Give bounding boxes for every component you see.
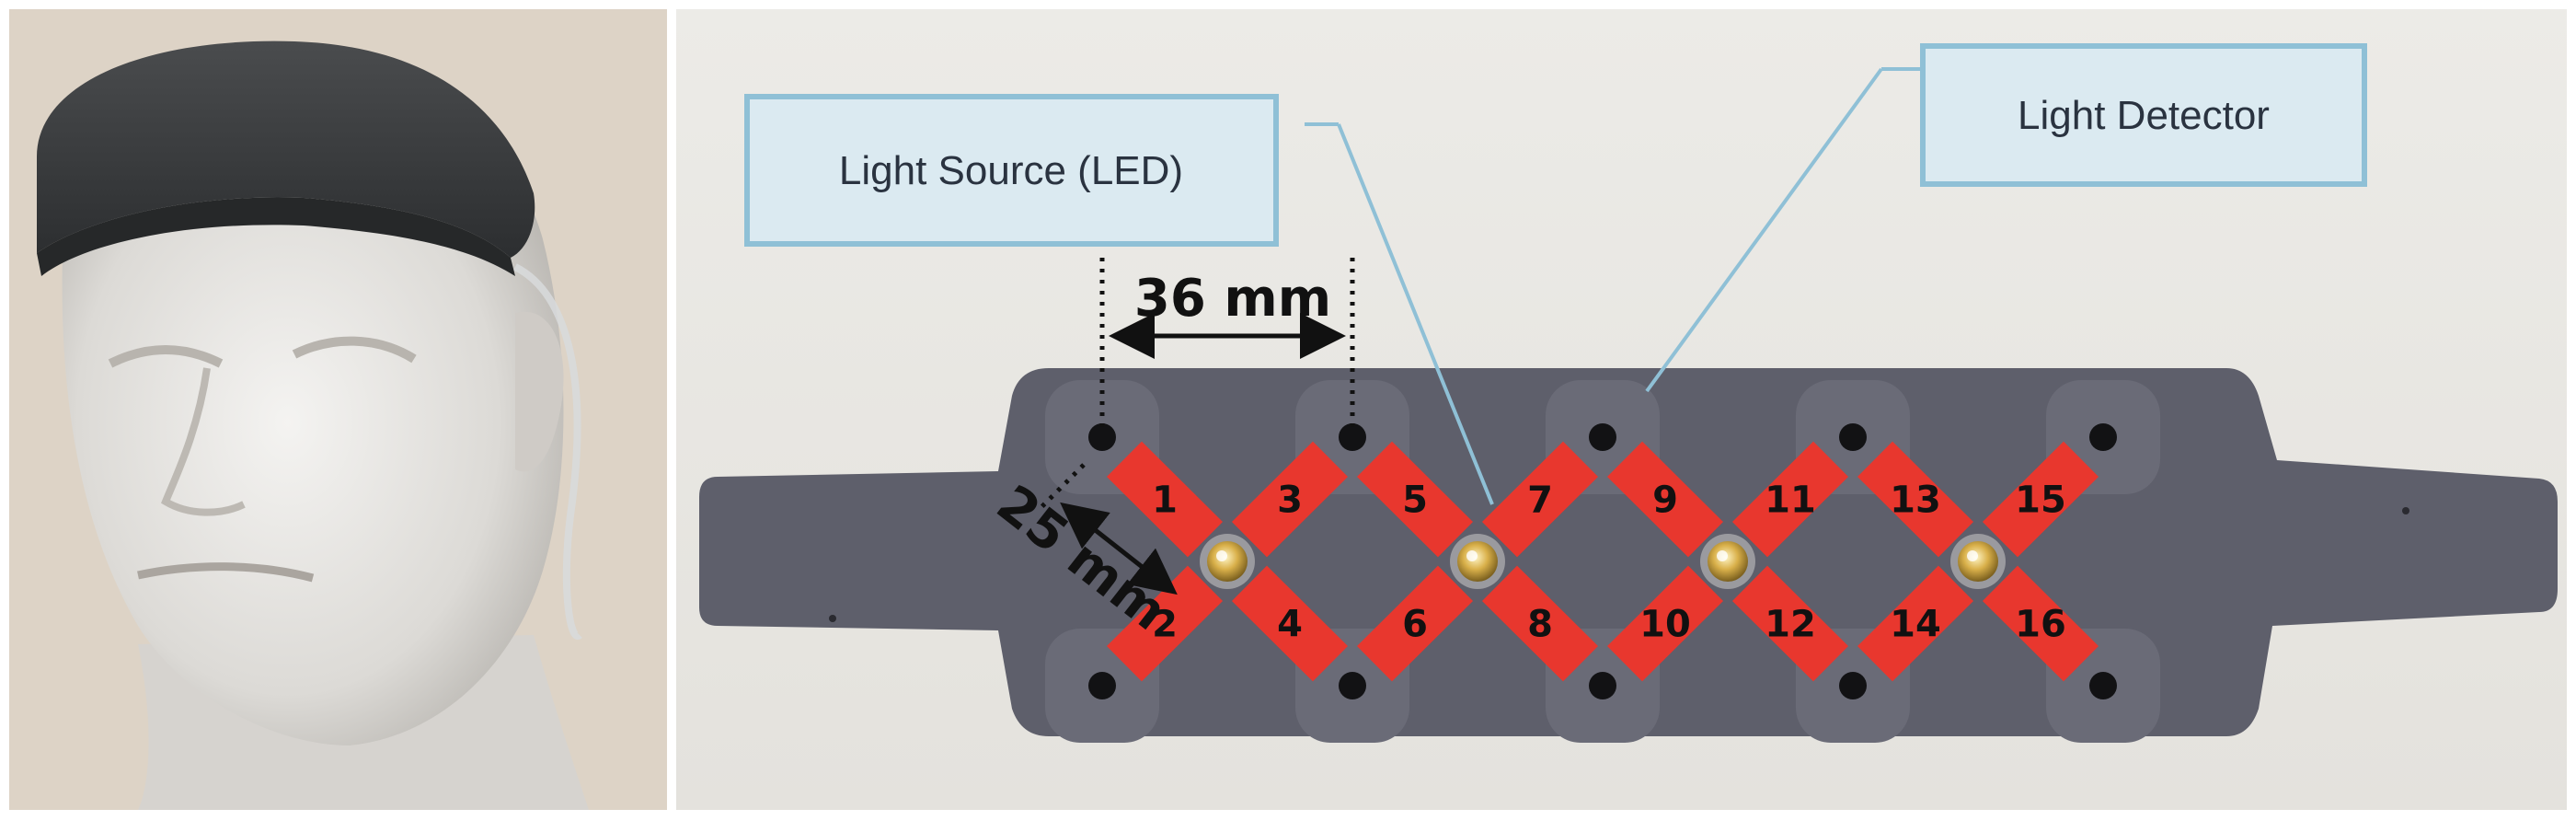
channel-rect: [1356, 565, 1474, 682]
channel-label: 14: [1890, 604, 1941, 646]
mannequin-nose: [161, 367, 246, 516]
callout-light-detector-text: Light Detector: [2018, 93, 2270, 138]
detector-hole: [1088, 672, 1116, 699]
channel-rect: [1857, 565, 1974, 682]
channel-label: 7: [1527, 480, 1553, 522]
detector-hole: [1088, 423, 1116, 451]
channel-pad: 6: [1356, 565, 1474, 682]
channel-label: 15: [2015, 480, 2066, 522]
channel-label: 4: [1277, 604, 1303, 646]
led-highlight: [1216, 550, 1227, 561]
channel-rect: [1481, 441, 1599, 558]
channel-pad: 15: [1982, 441, 2099, 558]
channel-pad: 7: [1481, 441, 1599, 558]
callout-light-source-text: Light Source (LED): [839, 148, 1183, 193]
channel-label: 13: [1890, 480, 1941, 522]
channel-pad: 8: [1481, 565, 1599, 682]
channel-label: 11: [1765, 480, 1816, 522]
pad-screw-dot: [829, 615, 836, 622]
channel-rect: [1106, 565, 1224, 682]
channel-label: 10: [1639, 604, 1691, 646]
detector-hole: [1839, 672, 1867, 699]
channel-rect: [1481, 565, 1599, 682]
channel-pad: 9: [1606, 441, 1724, 558]
mannequin-eye-left: [108, 345, 224, 368]
dimension-horizontal: 36 mm: [1099, 258, 1355, 434]
channel-rect: [1106, 441, 1224, 558]
channel-rect: [1606, 441, 1724, 558]
headband: [37, 40, 535, 258]
callout-light-detector: Light Detector: [1920, 43, 2367, 187]
light-detector-leader: [1645, 67, 1883, 393]
channel-label: 6: [1402, 604, 1428, 646]
channel-label: 1: [1152, 480, 1178, 522]
channel-label: 12: [1765, 604, 1816, 646]
channel-pad: 13: [1857, 441, 1974, 558]
dimension-label-horizontal: 36 mm: [1134, 269, 1331, 329]
detector-hole: [2089, 672, 2117, 699]
callout-light-detector-box: [1920, 43, 2367, 187]
channel-label: 5: [1402, 480, 1428, 522]
channel-pad: 10: [1606, 565, 1724, 682]
channel-pad: 5: [1356, 441, 1474, 558]
channel-rect: [1857, 441, 1974, 558]
headband-rim: [37, 197, 515, 276]
channel-pad: 12: [1731, 565, 1849, 682]
detector-hole: [1339, 672, 1366, 699]
detector-hole: [1839, 423, 1867, 451]
callout-light-source-box: [744, 94, 1279, 247]
channel-pad: 11: [1731, 441, 1849, 558]
led-emitter: [1958, 541, 1998, 582]
mannequin-ear: [515, 311, 564, 472]
mannequin-mouth: [137, 562, 315, 583]
channel-label: 9: [1652, 480, 1678, 522]
channel-pad: 2: [1106, 565, 1224, 682]
channel-label: 16: [2015, 604, 2066, 646]
channel-rect: [1731, 441, 1849, 558]
channel-pad: 3: [1231, 441, 1349, 558]
detector-hole: [1339, 423, 1366, 451]
channel-rect: [1356, 441, 1474, 558]
led-emitter: [1708, 541, 1748, 582]
mannequin-eye-right: [292, 336, 417, 364]
channel-pad: 14: [1857, 565, 1974, 682]
channel-pad: 16: [1982, 565, 2099, 682]
light-source-leader: [1337, 123, 1494, 505]
led-emitter: [1207, 541, 1248, 582]
led-highlight: [1466, 550, 1478, 561]
channel-rect: [1731, 565, 1849, 682]
pad-screw-dot: [2402, 507, 2409, 514]
channel-pad: 4: [1231, 565, 1349, 682]
detector-hole: [1589, 423, 1616, 451]
headband-cable: [513, 263, 582, 641]
detector-hole: [2089, 423, 2117, 451]
channel-rect: [1231, 565, 1349, 682]
channel-label: 2: [1152, 604, 1178, 646]
callout-light-source: Light Source (LED): [744, 94, 1279, 247]
channel-label: 8: [1527, 604, 1553, 646]
channel-rect: [1606, 565, 1724, 682]
detector-hole: [1589, 672, 1616, 699]
mannequin-panel: [9, 9, 667, 810]
channel-label: 3: [1277, 480, 1303, 522]
dimension-arrow-diagonal: [1060, 502, 1178, 595]
channel-rect: [1982, 441, 2099, 558]
led-emitter: [1457, 541, 1498, 582]
mannequin-head: [62, 99, 564, 745]
led-highlight: [1967, 550, 1978, 561]
led-highlight: [1717, 550, 1728, 561]
channel-rect: [1982, 565, 2099, 682]
channel-rect: [1231, 441, 1349, 558]
